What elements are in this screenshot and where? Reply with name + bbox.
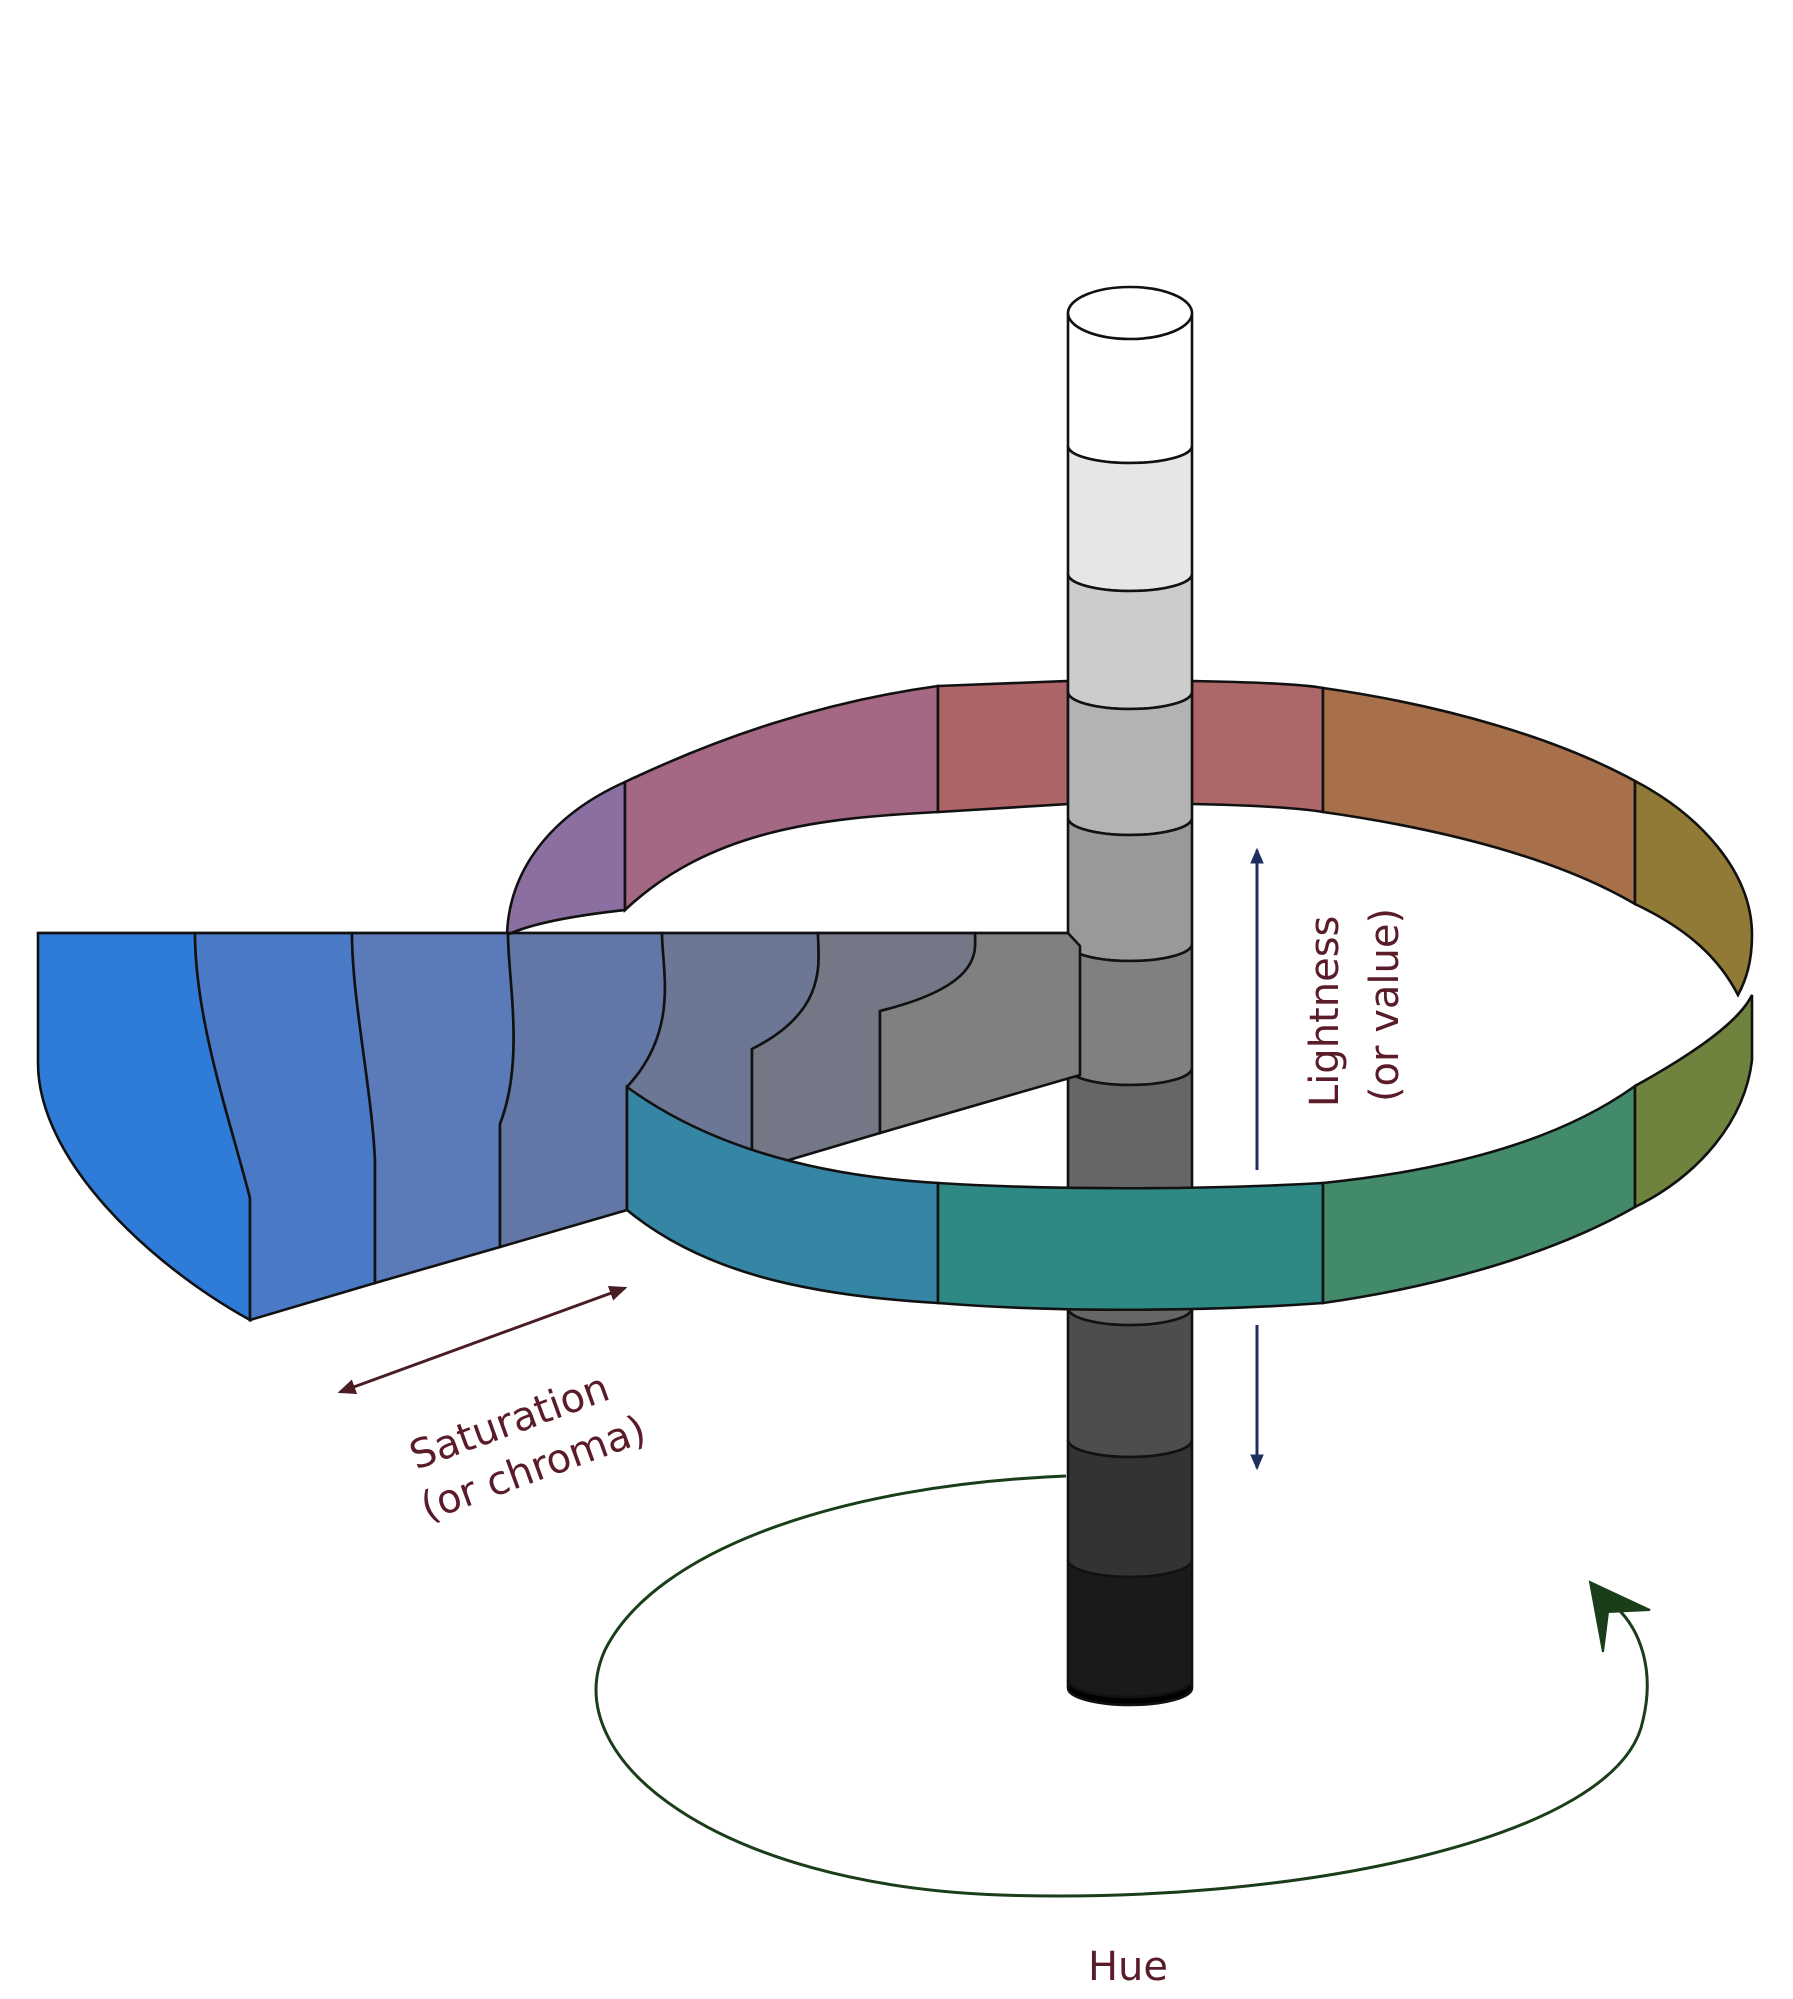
hue-label: Hue — [1088, 1944, 1168, 1990]
hue-segment — [1321, 1083, 1637, 1305]
lightness-label-line-2: (or value) — [1362, 908, 1408, 1102]
lightness-step — [1066, 573, 1194, 711]
ring-back-rim — [506, 908, 626, 937]
column-top-cap — [1066, 285, 1194, 341]
saturation-label: Saturation (or chroma) — [397, 1358, 652, 1531]
lightness-column-lower — [1066, 1307, 1194, 1707]
lightness-step — [1066, 1679, 1194, 1707]
lightness-label: Lightness (or value) — [1302, 903, 1408, 1107]
lightness-step — [1066, 1559, 1194, 1699]
hue-arrow — [594, 1474, 1651, 1898]
chroma-segment — [350, 931, 515, 1285]
lightness-step — [1066, 817, 1194, 963]
hue-segment — [1633, 778, 1754, 998]
hue-segment — [1633, 994, 1754, 1210]
saturation-arrow — [337, 1286, 628, 1394]
hue-segment — [936, 679, 1070, 814]
hue-ring-back — [505, 679, 1754, 998]
lightness-column-upper — [1066, 285, 1194, 1327]
hue-ring-front — [506, 908, 1754, 1312]
lightness-step — [1066, 691, 1194, 837]
saturation-slice — [36, 931, 1082, 1323]
hue-arrow-head — [1588, 1580, 1651, 1653]
hue-segment — [1190, 679, 1325, 814]
hue-arrow-curve — [594, 1474, 1649, 1898]
lightness-label-line-1: Lightness — [1302, 916, 1348, 1107]
lightness-step — [1066, 445, 1194, 593]
lightness-step — [1066, 1307, 1194, 1459]
hue-segment — [936, 1181, 1325, 1312]
lightness-step — [1066, 1439, 1194, 1579]
lightness-step — [1066, 943, 1194, 1087]
chroma-segment — [878, 931, 1082, 1135]
hue-segment — [623, 684, 940, 914]
hue-segment — [1321, 686, 1637, 907]
